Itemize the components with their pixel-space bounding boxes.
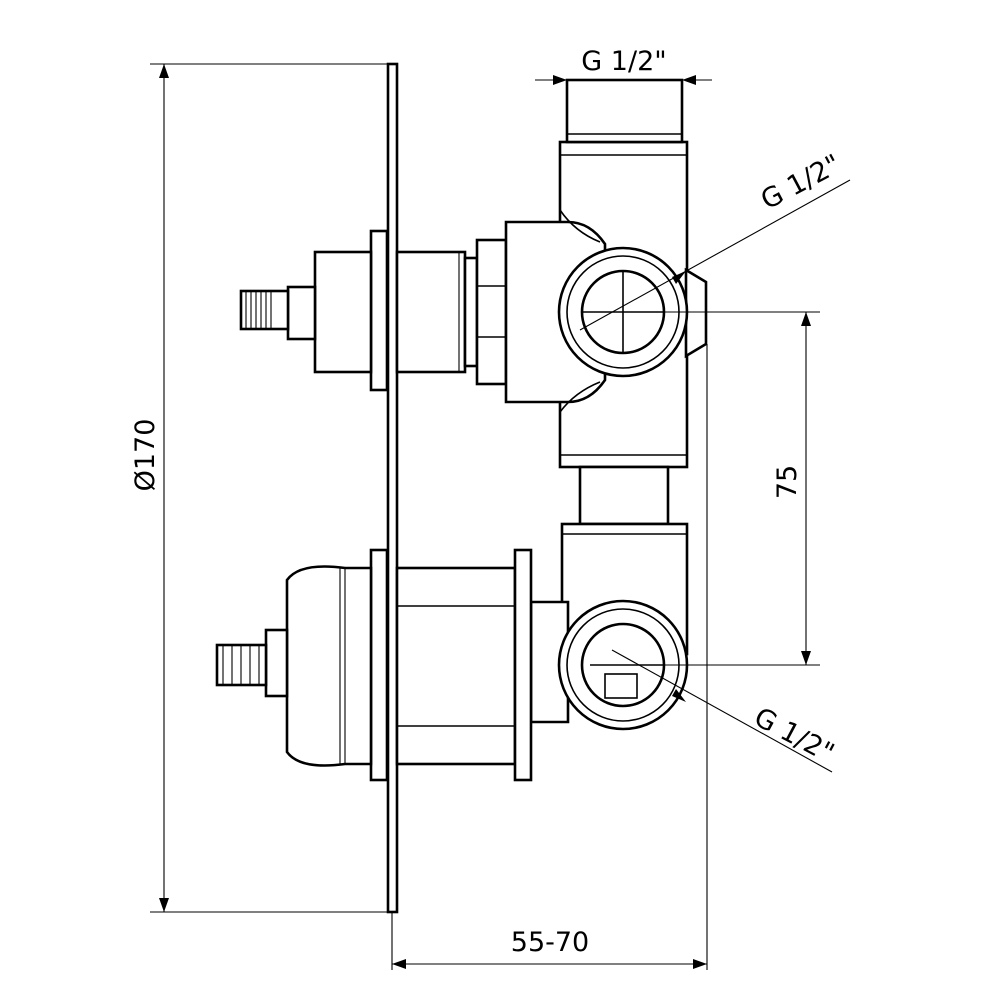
upper-right-thread-label: G 1/2" bbox=[756, 149, 846, 216]
top-thread-dimension bbox=[535, 75, 712, 140]
cover-plate bbox=[386, 62, 399, 914]
upper-spindle-assembly bbox=[239, 229, 508, 392]
lower-right-thread-label: G 1/2" bbox=[749, 702, 839, 769]
depth-label: 55-70 bbox=[511, 927, 589, 958]
diameter-label: Ø170 bbox=[130, 419, 161, 492]
upper-thread-leader bbox=[579, 179, 851, 331]
center-distance-label: 75 bbox=[772, 465, 803, 499]
upper-valve-body bbox=[504, 78, 708, 469]
depth-dimension bbox=[391, 344, 708, 970]
top-thread-label: G 1/2" bbox=[581, 46, 666, 77]
diameter-dimension bbox=[150, 63, 388, 913]
connecting-pipe bbox=[578, 465, 670, 526]
lower-thread-leader bbox=[611, 649, 833, 773]
lower-cartridge-assembly bbox=[215, 548, 533, 782]
center-distance-dimension bbox=[623, 311, 820, 666]
lower-valve-body bbox=[529, 522, 689, 731]
